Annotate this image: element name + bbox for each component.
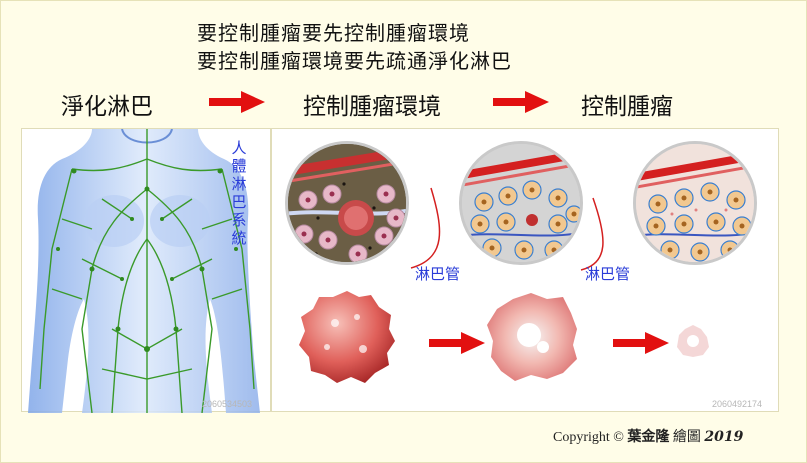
- copyright-prefix: Copyright ©: [553, 430, 628, 445]
- lymph-vessel-label: 淋巴管: [585, 265, 631, 283]
- stock-image-id: 2060492174: [712, 399, 763, 409]
- vertical-label-char: 人: [231, 139, 247, 157]
- right-arrow-icon: [209, 91, 265, 113]
- right-arrow-icon: [493, 91, 549, 113]
- large-tumor-image: [299, 291, 395, 383]
- step-control-tumor-environment: 控制腫瘤環境: [303, 94, 441, 120]
- vertical-label-char: 淋: [231, 175, 247, 193]
- vertical-label-char: 體: [231, 157, 247, 175]
- connector-lines: [410, 187, 604, 271]
- vertical-label-char: 系: [231, 211, 247, 229]
- congested-tumor-environment-circle: [285, 141, 409, 265]
- shrinking-tumor-image: [487, 293, 577, 381]
- copyright-notice: Copyright © 葉金隆 繪圖 2019: [553, 426, 743, 446]
- headline-line-1: 要控制腫瘤要先控制腫瘤環境: [197, 21, 470, 45]
- small-tumor-image: [677, 325, 709, 357]
- right-arrow-icon: [613, 332, 669, 354]
- drawn-by-label: 繪圖: [672, 430, 701, 445]
- lymph-vessel-label: 淋巴管: [415, 265, 461, 283]
- improving-tumor-environment-circle: [459, 141, 583, 265]
- step-purify-lymph: 淨化淋巴: [61, 94, 153, 120]
- author-name: 葉金隆: [627, 429, 670, 445]
- human-body-lymphatic-illustration: [28, 128, 260, 414]
- right-arrow-icon: [429, 332, 485, 354]
- healthy-tumor-environment-circle: [633, 141, 757, 265]
- vertical-label-char: 巴: [231, 193, 247, 211]
- lymphatic-system-vertical-label: 人 體 淋 巴 系 統: [229, 139, 249, 247]
- step-control-tumor: 控制腫瘤: [581, 94, 673, 120]
- copyright-year: 2019: [704, 429, 744, 445]
- headline-line-2: 要控制腫瘤環境要先疏通淨化淋巴: [197, 49, 512, 73]
- vertical-label-char: 統: [231, 229, 247, 247]
- tissue-cells-illustration: [462, 144, 580, 262]
- lymphatic-system-panel: 2060534503: [21, 128, 271, 414]
- stock-image-id: 2060534503: [202, 399, 253, 409]
